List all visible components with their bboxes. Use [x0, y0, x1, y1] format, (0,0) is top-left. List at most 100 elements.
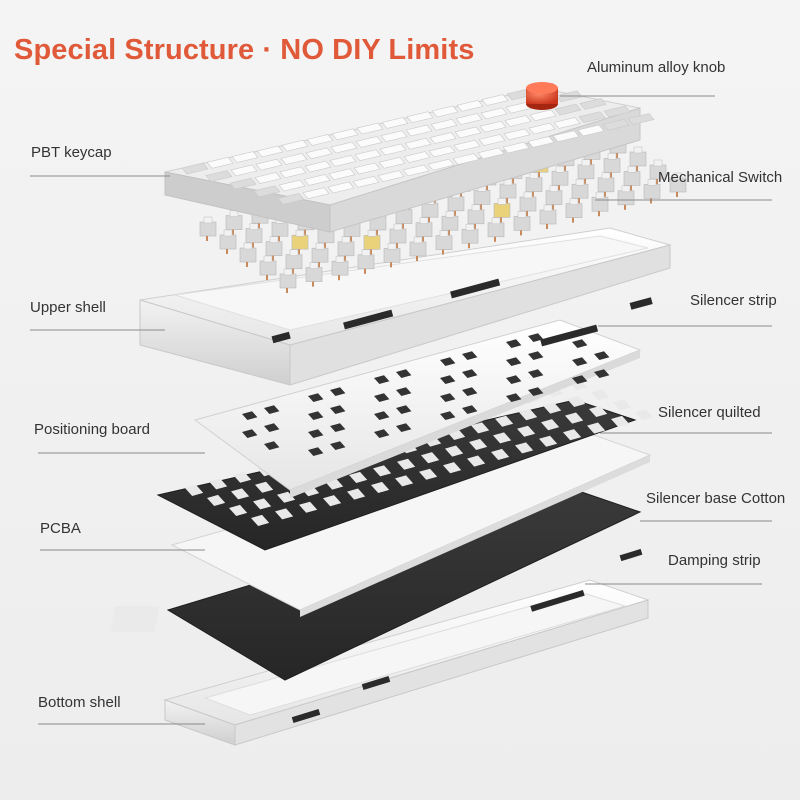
bottom-shell-layer: [163, 548, 650, 746]
label-upper-shell: Upper shell: [30, 299, 106, 316]
quilted-hole: [543, 402, 562, 414]
plate-hole: [308, 429, 324, 438]
mechanical-switch: [435, 230, 453, 255]
quilted-hole: [567, 395, 586, 407]
label-silencer-quilted: Silencer quilted: [658, 404, 761, 421]
plate-hole: [572, 375, 588, 384]
keycap: [254, 172, 282, 184]
quilted-hole: [443, 462, 462, 474]
keycap: [428, 145, 456, 158]
plate-hole: [440, 375, 456, 384]
mechanical-switch: [643, 179, 661, 204]
damping-strip-4: [619, 548, 643, 562]
quilted-hole: [231, 488, 250, 500]
keycap: [328, 168, 356, 181]
plate-hole: [374, 411, 390, 420]
keycap: [278, 179, 306, 192]
keycap: [527, 136, 555, 148]
bottom-shell-inner: [203, 591, 627, 716]
keycap: [378, 156, 406, 169]
quilted-hole: [517, 425, 536, 437]
plate-hole: [462, 387, 478, 396]
plate-hole: [242, 411, 258, 420]
page-title: Special Structure · NO DIY Limits: [14, 34, 475, 66]
mechanical-switch: [649, 159, 667, 184]
upper-shell-strip-1: [271, 331, 291, 344]
plate-hole: [374, 375, 390, 384]
keycap: [404, 137, 432, 150]
mechanical-switch: [265, 236, 283, 261]
mechanical-switch: [389, 223, 407, 248]
keycap: [230, 164, 258, 177]
mechanical-switch: [591, 191, 609, 217]
keycap: [281, 139, 309, 152]
keycap: [402, 164, 430, 177]
plate-hole: [330, 387, 346, 396]
quilted-hole: [255, 481, 274, 493]
mechanical-switch: [357, 249, 375, 274]
plate-hole: [242, 429, 258, 438]
mechanical-switch: [513, 211, 531, 236]
quilted-hole: [185, 484, 204, 496]
plate-hole: [528, 351, 544, 360]
keycap: [552, 130, 580, 143]
keycap: [331, 128, 359, 141]
mechanical-switch: [311, 242, 329, 268]
plate-hole: [506, 393, 522, 402]
keycap: [303, 174, 331, 186]
keycap: [255, 158, 283, 171]
quilted-hole: [493, 432, 512, 444]
upper-shell-opening: [174, 235, 649, 331]
silencer-strip-1: [540, 324, 599, 347]
plate-hole: [308, 447, 324, 456]
quilted-hole: [233, 471, 252, 483]
damping-strip-2: [361, 676, 391, 690]
mechanical-switch: [363, 230, 381, 255]
plate-hole: [264, 405, 280, 414]
keycap: [356, 122, 384, 135]
keycap: [454, 126, 482, 139]
quilted-hole: [611, 415, 630, 427]
keycap: [381, 117, 409, 129]
damping-strip-1: [291, 709, 321, 723]
quilted-hole: [347, 488, 366, 500]
keycap: [302, 187, 330, 200]
plate-hole: [330, 405, 346, 414]
keycap: [379, 143, 407, 156]
positioning-board-layer: [193, 319, 642, 498]
quilted-hole: [397, 458, 416, 470]
quilted-hole: [565, 412, 584, 424]
pcba-edge: [300, 455, 650, 617]
plate-hole: [308, 393, 324, 402]
damping-strip-3: [530, 589, 585, 612]
quilted-hole: [587, 422, 606, 434]
quilted-hole: [253, 498, 272, 510]
keycap: [431, 105, 459, 118]
keycap: [504, 115, 532, 127]
keycap: [280, 153, 308, 165]
keycap: [502, 141, 530, 154]
quilted-hole: [613, 399, 632, 411]
keycap: [602, 118, 630, 131]
mechanical-switch: [259, 255, 277, 280]
quilted-hole: [471, 422, 490, 434]
mechanical-switch: [545, 185, 563, 210]
label-positioning-board: Positioning board: [34, 421, 150, 438]
keycap: [453, 139, 481, 152]
plate-hole: [528, 387, 544, 396]
keycap: [579, 98, 607, 110]
silencer-quilted-layer: [156, 379, 654, 551]
mechanical-switch: [239, 242, 257, 267]
upper-shell-strip-3: [450, 278, 501, 299]
keycap: [355, 136, 383, 148]
label-pbt-keycap: PBT keycap: [31, 144, 112, 161]
upper-shell-strip-2: [343, 309, 394, 330]
keycap: [380, 130, 408, 143]
plate-hole: [594, 351, 610, 360]
plate-hole: [374, 429, 390, 438]
mechanical-switch: [617, 185, 635, 210]
quilted-hole: [421, 452, 440, 464]
quilted-hole: [539, 435, 558, 447]
mechanical-switch: [597, 172, 615, 197]
mechanical-switch: [285, 249, 303, 274]
